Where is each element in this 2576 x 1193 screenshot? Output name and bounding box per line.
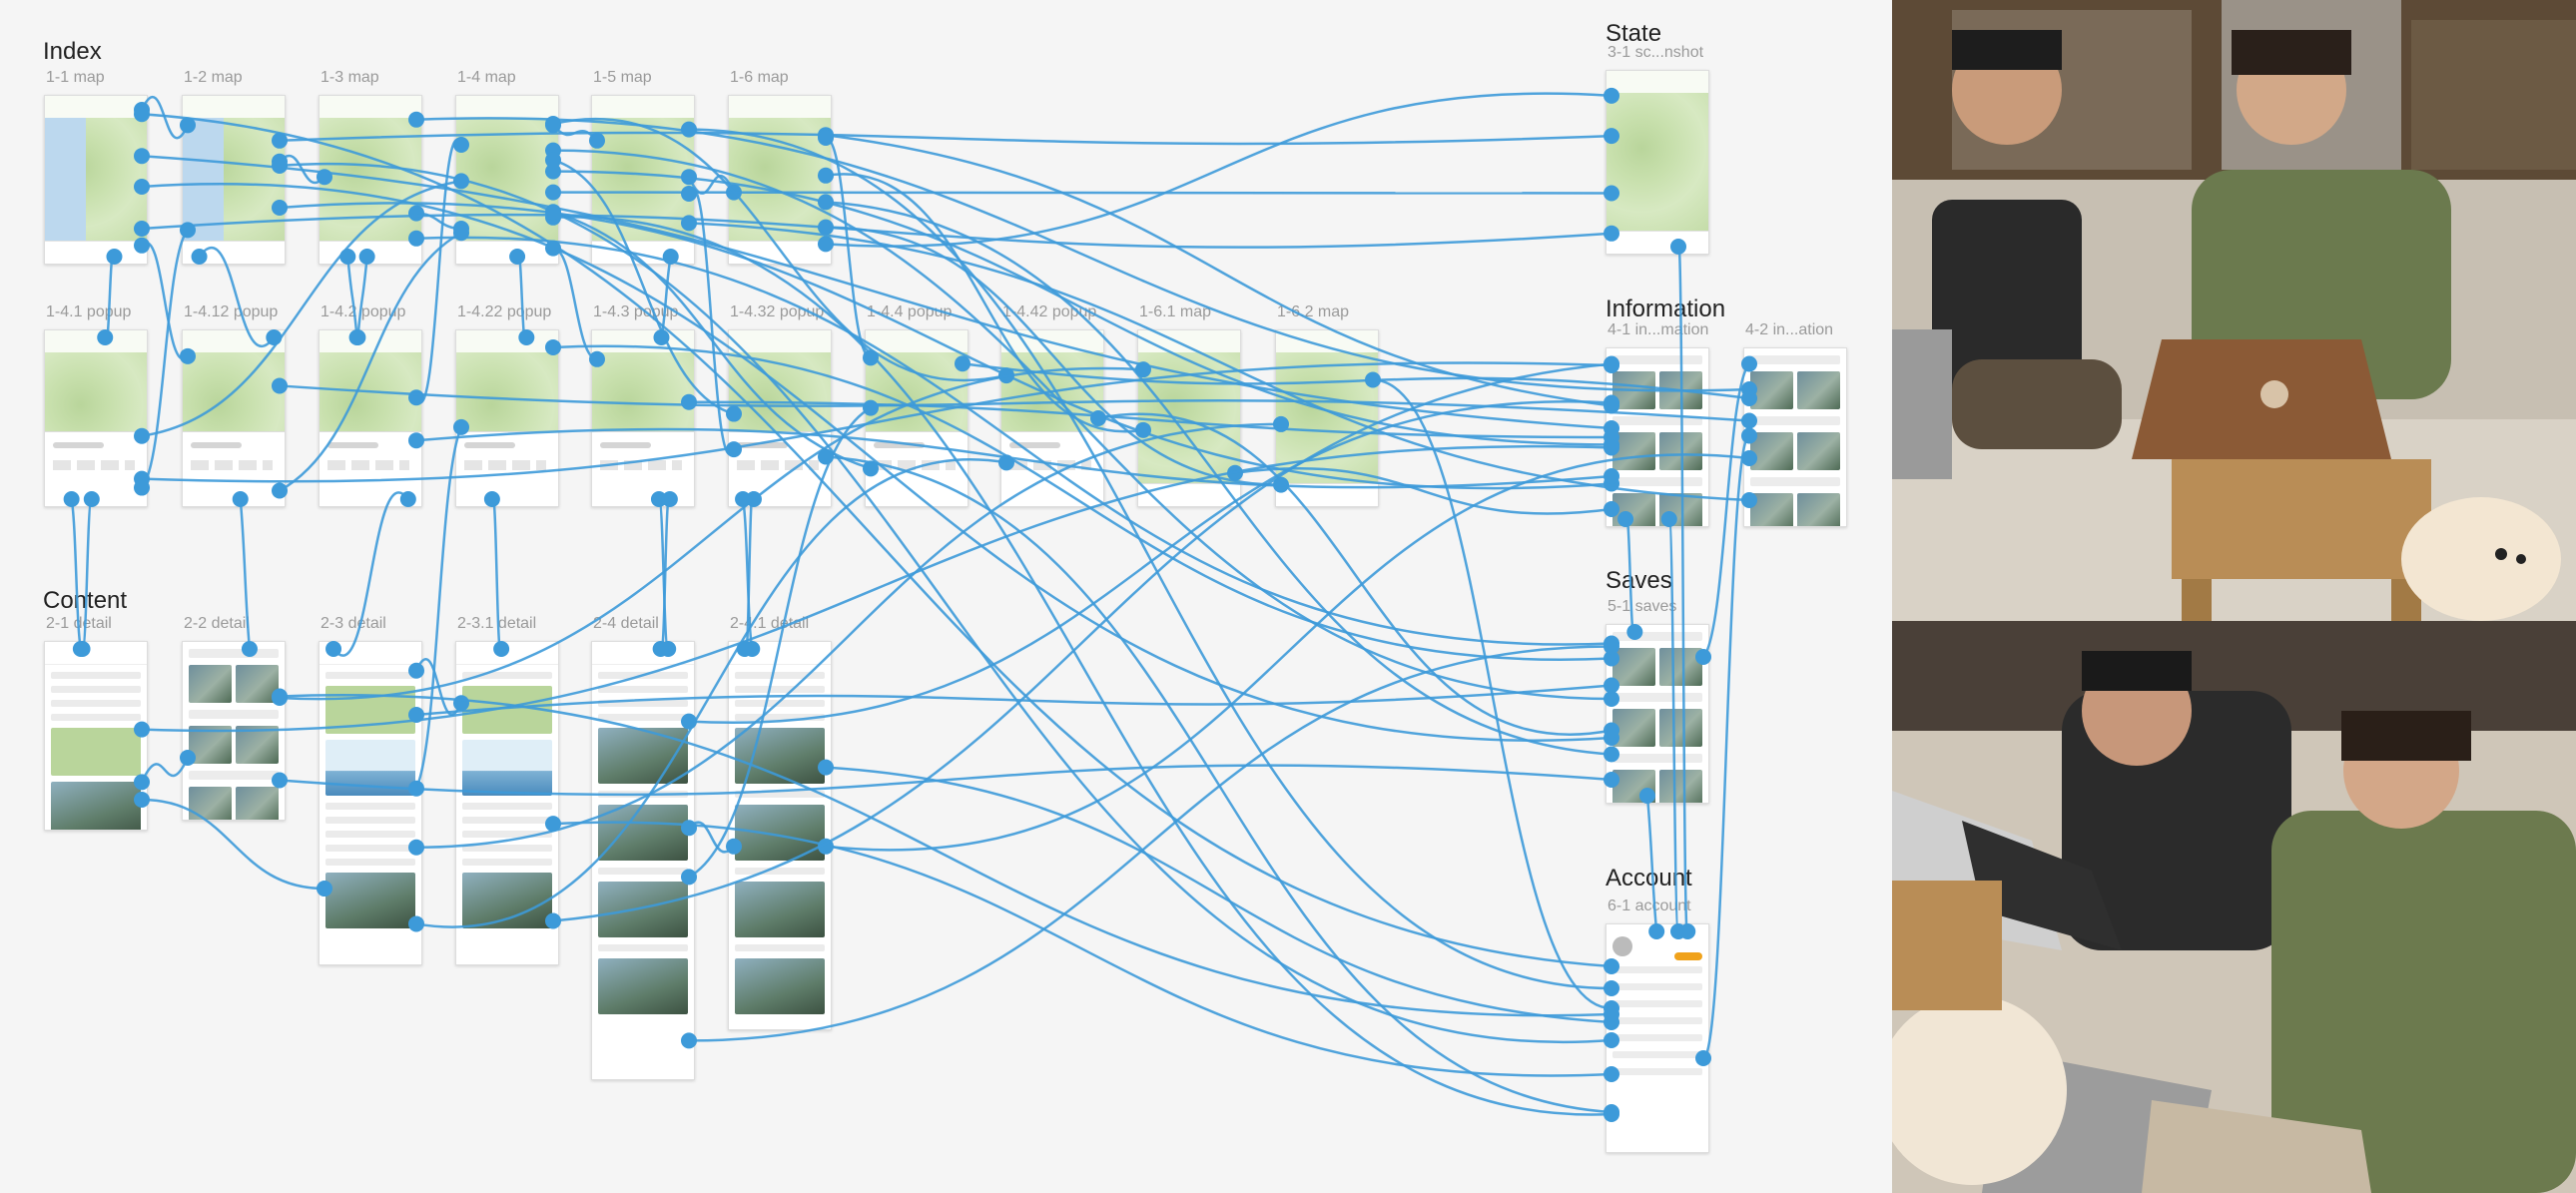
- screen-6-1[interactable]: 6-1 account: [1606, 897, 1709, 1153]
- screen-thumbnail: [319, 641, 422, 965]
- section-title-index: Index: [43, 38, 102, 65]
- screen-thumbnail: [1275, 329, 1379, 507]
- screen-2-4[interactable]: 2-4 detail: [591, 615, 695, 1080]
- screen-label: 5-1 saves: [1608, 598, 1677, 615]
- screen-label: 1-6.1 map: [1139, 303, 1212, 320]
- screen-thumbnail: [1606, 923, 1709, 1153]
- screen-thumbnail: [44, 329, 148, 507]
- screen-label: 1-4.22 popup: [457, 303, 552, 320]
- screen-thumbnail: [728, 95, 832, 265]
- screen-label: 2-3 detail: [321, 615, 386, 632]
- section-title-state: State: [1606, 20, 1662, 47]
- prototype-canvas: Index Content State Information Saves Ac…: [43, 20, 1847, 1153]
- section-title-content: Content: [43, 587, 128, 614]
- screen-2-1[interactable]: 2-1 detail: [44, 615, 148, 831]
- screen-2-3[interactable]: 2-3 detail: [319, 615, 422, 965]
- screen-1-4-3[interactable]: 1-4.3 popup: [591, 303, 695, 507]
- screen-label: 1-1 map: [46, 69, 105, 86]
- screen-thumbnail: [182, 641, 286, 821]
- screen-label: 2-4.1 detail: [730, 615, 810, 632]
- screen-label: 3-1 sc...nshot: [1608, 44, 1704, 61]
- screen-1-1[interactable]: 1-1 map: [44, 69, 148, 265]
- screen-label: 1-4.2 popup: [321, 303, 406, 320]
- screen-label: 1-4 map: [457, 69, 516, 86]
- screen-4-2[interactable]: 4-2 in...ation: [1743, 321, 1847, 527]
- screen-label: 6-1 account: [1608, 897, 1691, 914]
- screen-1-4[interactable]: 1-4 map: [455, 69, 559, 265]
- screen-thumbnail: [1137, 329, 1241, 507]
- screen-thumbnail: [44, 641, 148, 831]
- screen-1-4-12[interactable]: 1-4.12 popup: [182, 303, 286, 507]
- screen-label: 2-2 detail: [184, 615, 250, 632]
- screen-1-6[interactable]: 1-6 map: [728, 69, 832, 265]
- screen-5-1[interactable]: 5-1 saves: [1606, 598, 1709, 804]
- screen-thumbnail: [1743, 347, 1847, 527]
- screen-thumbnail: [455, 95, 559, 265]
- screen-1-6-2[interactable]: 1-6.2 map: [1275, 303, 1379, 507]
- screen-label: 1-4.32 popup: [730, 303, 825, 320]
- screen-thumbnail: [1606, 624, 1709, 804]
- screen-label: 4-1 in...mation: [1608, 321, 1709, 338]
- screen-1-4-2[interactable]: 1-4.2 popup: [319, 303, 422, 507]
- screen-thumbnail: [1000, 329, 1104, 507]
- screen-3-1[interactable]: 3-1 sc...nshot: [1606, 44, 1709, 255]
- team-photo-top: [1892, 0, 2576, 621]
- screen-1-3[interactable]: 1-3 map: [319, 69, 422, 265]
- screen-thumbnail: [182, 329, 286, 507]
- screen-label: 2-3.1 detail: [457, 615, 537, 632]
- screen-label: 1-2 map: [184, 69, 243, 86]
- screen-label: 1-6 map: [730, 69, 789, 86]
- screen-1-6-1[interactable]: 1-6.1 map: [1137, 303, 1241, 507]
- screen-thumbnail: [728, 641, 832, 1030]
- screen-1-4-32[interactable]: 1-4.32 popup: [728, 303, 832, 507]
- screen-label: 1-4.42 popup: [1002, 303, 1097, 320]
- photo-panel: [1892, 0, 2576, 1193]
- screen-thumbnail: [319, 95, 422, 265]
- screen-1-4-22[interactable]: 1-4.22 popup: [455, 303, 559, 507]
- screen-2-2[interactable]: 2-2 detail: [182, 615, 286, 821]
- screen-label: 2-1 detail: [46, 615, 112, 632]
- screen-1-4-42[interactable]: 1-4.42 popup: [1000, 303, 1104, 507]
- screen-label: 4-2 in...ation: [1745, 321, 1834, 338]
- screen-label: 1-5 map: [593, 69, 652, 86]
- screen-2-3-1[interactable]: 2-3.1 detail: [455, 615, 559, 965]
- screen-label: 2-4 detail: [593, 615, 659, 632]
- screen-1-4-4[interactable]: 1-4.4 popup: [865, 303, 968, 507]
- screen-label: 1-4.12 popup: [184, 303, 279, 320]
- screen-thumbnail: [591, 641, 695, 1080]
- screen-thumbnail: [591, 329, 695, 507]
- screen-1-4-1[interactable]: 1-4.1 popup: [44, 303, 148, 507]
- screen-label: 1-3 map: [321, 69, 379, 86]
- screen-thumbnail: [182, 95, 286, 265]
- screen-4-1[interactable]: 4-1 in...mation: [1606, 321, 1709, 527]
- screen-label: 1-6.2 map: [1277, 303, 1350, 320]
- screen-label: 1-4.3 popup: [593, 303, 679, 320]
- screen-thumbnail: [455, 329, 559, 507]
- section-title-saves: Saves: [1606, 567, 1672, 594]
- section-title-information: Information: [1606, 296, 1726, 322]
- screen-thumbnail: [591, 95, 695, 265]
- screen-label: 1-4.1 popup: [46, 303, 132, 320]
- screen-thumbnail: [319, 329, 422, 507]
- screen-thumbnail: [44, 95, 148, 265]
- section-title-account: Account: [1606, 865, 1692, 892]
- screen-thumbnail: [1606, 70, 1709, 255]
- screen-label: 1-4.4 popup: [867, 303, 953, 320]
- screen-thumbnail: [865, 329, 968, 507]
- screen-thumbnail: [455, 641, 559, 965]
- team-photo-bottom: [1892, 621, 2576, 1193]
- screen-thumbnail: [1606, 347, 1709, 527]
- screen-1-2[interactable]: 1-2 map: [182, 69, 286, 265]
- screen-thumbnail: [728, 329, 832, 507]
- screen-2-4-1[interactable]: 2-4.1 detail: [728, 615, 832, 1030]
- screen-1-5[interactable]: 1-5 map: [591, 69, 695, 265]
